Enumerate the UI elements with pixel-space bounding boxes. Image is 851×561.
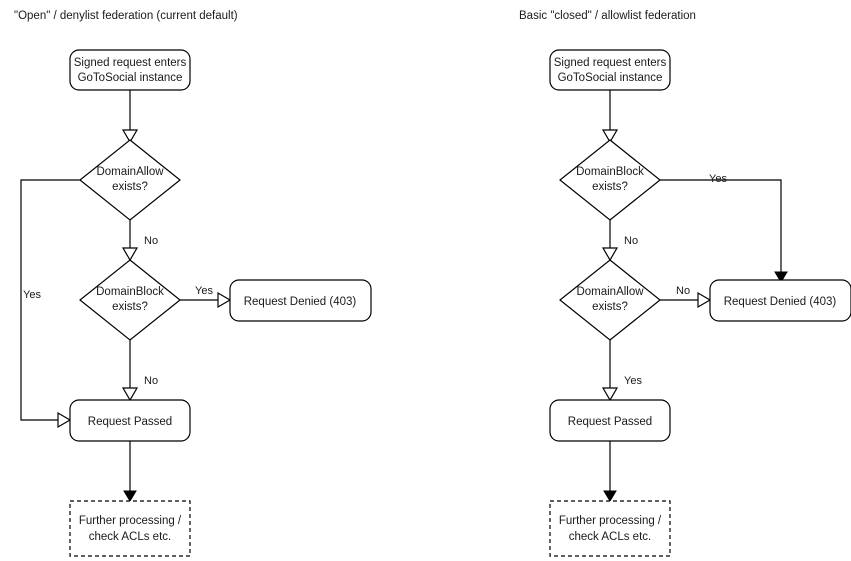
edge-label-domainallow-yes-left: Yes (23, 289, 41, 301)
edge-domainallow-yes-to-passed-left-arrowhead (57, 411, 72, 429)
node-decision-domainallow-right[interactable]: DomainAllow exists? (559, 259, 661, 341)
node-further-processing-left-shape (69, 500, 191, 557)
node-entry-right-shape (549, 49, 671, 91)
node-entry-left-label-line1: Signed request enters (74, 57, 187, 69)
node-decision-domainallow-right-label-line2: exists? (592, 301, 628, 313)
edge-passed-to-further-right-arrowhead (603, 490, 617, 502)
edge-domainallow-yes-to-passed-left-line (20, 179, 80, 421)
diagram-closed-allowlist: Basic "closed" / allowlist federation Si… (519, 10, 851, 557)
edge-domainblock-yes-to-denied-left: Yes (180, 285, 232, 309)
diagram-open-denylist: "Open" / denylist federation (current de… (14, 10, 372, 557)
node-further-processing-right-label-line1: Further processing / (559, 515, 662, 527)
edge-domainblock-yes-to-denied-right-arrowhead (774, 271, 788, 283)
node-further-processing-right[interactable]: Further processing / check ACLs etc. (549, 500, 671, 557)
node-decision-domainallow-right-shape (559, 259, 661, 341)
node-request-passed-left[interactable]: Request Passed (69, 399, 191, 442)
edge-entry-to-domainblock-right-arrowhead (601, 129, 619, 144)
node-request-passed-right[interactable]: Request Passed (549, 399, 671, 442)
node-entry-left-shape (69, 49, 191, 91)
node-decision-domainblock-left[interactable]: DomainBlock exists? (79, 259, 181, 341)
edge-domainallow-no-to-denied-right: No (660, 285, 712, 309)
node-further-processing-left-label-line1: Further processing / (79, 515, 182, 527)
edge-domainblock-no-to-domainallow-right: No (601, 220, 638, 262)
node-further-processing-left-label-line2: check ACLs etc. (89, 531, 171, 543)
node-further-processing-right-shape (549, 500, 671, 557)
node-request-denied-right[interactable]: Request Denied (403) (709, 279, 851, 322)
edge-domainblock-no-to-passed-left-arrowhead (121, 387, 139, 402)
node-request-denied-right-shape (709, 279, 851, 322)
node-decision-domainallow-left-label-line2: exists? (112, 181, 148, 193)
node-request-passed-right-label: Request Passed (568, 416, 652, 428)
edge-domainblock-no-to-domainallow-right-arrowhead (601, 247, 619, 262)
diagram-title-closed-allowlist: Basic "closed" / allowlist federation (519, 10, 696, 22)
edge-label-domainblock-no-right: No (624, 235, 638, 247)
edge-label-domainallow-no-left: No (144, 235, 158, 247)
node-entry-left-label-line2: GoToSocial instance (78, 72, 183, 84)
node-decision-domainblock-left-label-line1: DomainBlock (96, 286, 164, 298)
edge-passed-to-further-left-arrowhead (123, 490, 137, 502)
node-decision-domainallow-left-label-line1: DomainAllow (96, 166, 164, 178)
edge-label-domainblock-yes-left: Yes (195, 285, 213, 297)
edge-passed-to-further-left (123, 441, 137, 502)
edge-domainallow-no-to-denied-right-arrowhead (697, 291, 712, 309)
node-decision-domainblock-right[interactable]: DomainBlock exists? (559, 139, 661, 221)
node-entry-right-label-line2: GoToSocial instance (558, 72, 663, 84)
node-further-processing-left[interactable]: Further processing / check ACLs etc. (69, 500, 191, 557)
edge-domainblock-yes-to-denied-left-arrowhead (217, 291, 232, 309)
edge-passed-to-further-right (603, 441, 617, 502)
node-further-processing-right-label-line2: check ACLs etc. (569, 531, 651, 543)
node-decision-domainblock-right-label-line1: DomainBlock (576, 166, 644, 178)
node-request-passed-left-label: Request Passed (88, 416, 172, 428)
node-request-denied-right-label: Request Denied (403) (724, 296, 837, 308)
node-entry-right[interactable]: Signed request enters GoToSocial instanc… (549, 49, 671, 91)
node-request-denied-left[interactable]: Request Denied (403) (229, 279, 372, 322)
edge-entry-to-domainblock-right (601, 90, 619, 144)
edge-domainallow-yes-to-passed-right-arrowhead (601, 387, 619, 402)
node-decision-domainallow-right-label-line1: DomainAllow (576, 286, 644, 298)
edge-label-domainblock-yes-right: Yes (709, 173, 727, 185)
node-entry-right-label-line1: Signed request enters (554, 57, 667, 69)
edge-domainblock-yes-to-denied-right: Yes (660, 173, 788, 283)
node-decision-domainblock-left-shape (79, 259, 181, 341)
edge-domainallow-yes-to-passed-left: Yes (20, 179, 80, 429)
edge-domainblock-yes-to-denied-right-line (660, 179, 782, 274)
edge-label-domainallow-no-right: No (676, 285, 690, 297)
edge-domainallow-no-to-domainblock-left: No (121, 220, 158, 262)
node-entry-left[interactable]: Signed request enters GoToSocial instanc… (69, 49, 191, 91)
diagram-title-open-denylist: "Open" / denylist federation (current de… (14, 10, 238, 22)
edge-domainblock-no-to-passed-left: No (121, 340, 158, 402)
node-decision-domainblock-left-label-line2: exists? (112, 301, 148, 313)
edge-entry-to-domainallow-left (121, 90, 139, 144)
node-request-denied-left-shape (229, 279, 372, 322)
node-decision-domainallow-left[interactable]: DomainAllow exists? (79, 139, 181, 221)
edge-label-domainblock-no-left: No (144, 375, 158, 387)
node-request-denied-left-label: Request Denied (403) (244, 296, 357, 308)
node-decision-domainblock-right-shape (559, 139, 661, 221)
edge-label-domainallow-yes-right: Yes (624, 375, 642, 387)
edge-domainallow-yes-to-passed-right: Yes (601, 340, 642, 402)
node-decision-domainblock-right-label-line2: exists? (592, 181, 628, 193)
edge-entry-to-domainallow-left-arrowhead (121, 129, 139, 144)
edge-domainallow-no-to-domainblock-left-arrowhead (121, 247, 139, 262)
node-decision-domainallow-left-shape (79, 139, 181, 221)
